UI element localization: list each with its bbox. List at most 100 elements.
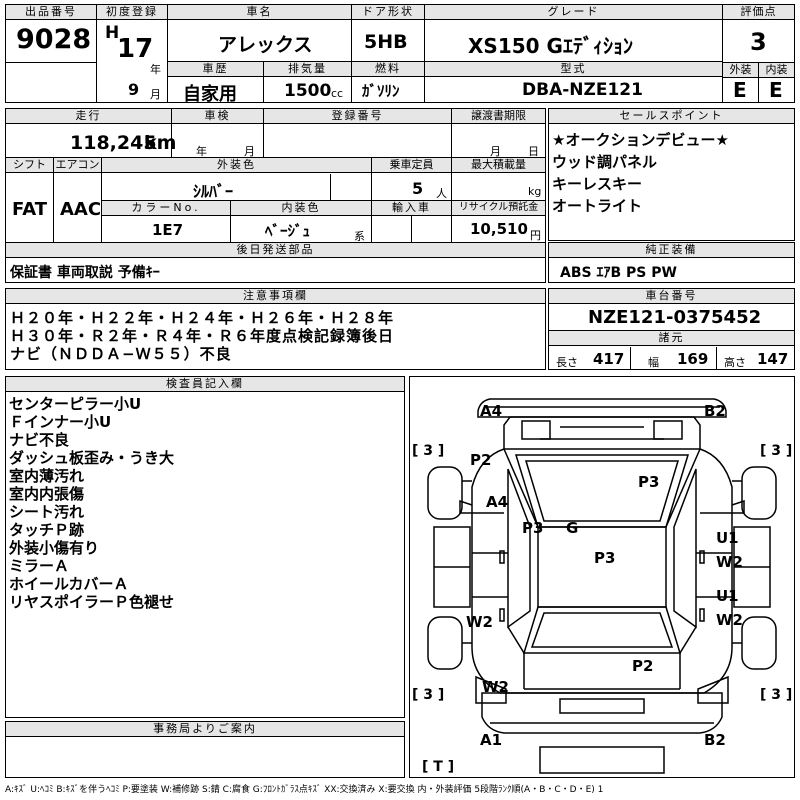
interior-grade: E xyxy=(769,78,783,102)
first-reg-label: 初度登録 xyxy=(97,5,167,20)
car-name-label: 車名 xyxy=(168,5,351,20)
parts-label: 後日発送部品 xyxy=(6,243,545,258)
notes-text: Ｈ２０年・Ｈ２２年・Ｈ２４年・Ｈ２６年・Ｈ２８年 Ｈ３０年・Ｒ２年・Ｒ４年・Ｒ６… xyxy=(10,309,394,363)
parts: 保証書 車両取説 予備ｷｰ xyxy=(10,265,160,281)
aircon: AAC xyxy=(60,199,102,220)
inspector-item: 室内内張傷 xyxy=(9,485,85,503)
lot-label: 出品番号 xyxy=(6,5,96,20)
capacity-unit: 人 xyxy=(436,187,447,200)
import-label: 輸入車 xyxy=(372,201,451,216)
recycle: 10,510 xyxy=(470,220,528,238)
mark-w2-bot: W2 xyxy=(482,678,509,696)
first-reg-month-unit: 月 xyxy=(150,88,161,101)
inspection-year-unit: 年 xyxy=(196,145,207,158)
dims-label: 諸元 xyxy=(549,331,794,346)
interior-label: 内装 xyxy=(759,63,794,78)
fuel: ｶﾞｿﾘﾝ xyxy=(362,82,400,100)
fuel-label: 燃料 xyxy=(352,62,424,77)
shift: FAT xyxy=(12,199,48,220)
equipment: ABS ｴｱB PS PW xyxy=(560,265,677,281)
width-label: 幅 xyxy=(648,356,659,369)
first-reg-year: 17 xyxy=(117,34,154,64)
mileage-label: 走行 xyxy=(6,109,171,124)
mark-u1-bot: U1 xyxy=(716,587,739,605)
int-color: ﾍﾞｰｼﾞｭ xyxy=(265,222,311,240)
aircon-label: エアコン xyxy=(54,158,101,173)
note-line: Ｈ３０年・Ｒ２年・Ｒ４年・Ｒ６年度点検記録簿後日 xyxy=(10,327,395,345)
car-diagram-box: A4 B2 P2 P3 A4 P3 G P3 U1 W2 U1 W2 W2 P2… xyxy=(409,376,795,778)
ext-color: ｼﾙﾊﾞｰ xyxy=(193,182,234,201)
inspection-label: 車検 xyxy=(172,109,263,124)
mark-u1-top: U1 xyxy=(716,529,739,547)
tire-front-left: [ 3 ] xyxy=(412,443,444,459)
tire-front-right: [ 3 ] xyxy=(760,443,792,459)
transfer-day-unit: 日 xyxy=(528,145,539,158)
transfer-month-unit: 月 xyxy=(490,145,501,158)
mark-a4-left: A4 xyxy=(486,493,508,511)
inspector-item: ホイールカバーＡ xyxy=(9,575,129,593)
inspector-item: シート汚れ xyxy=(9,503,85,521)
lot-number: 9028 xyxy=(16,24,92,55)
model: DBA-NZE121 xyxy=(522,80,643,100)
capacity-label: 乗車定員 xyxy=(372,158,451,173)
mileage: 118,245 xyxy=(70,132,157,154)
first-reg-era: H xyxy=(105,23,120,43)
inspector-item: 外装小傷有り xyxy=(9,539,100,557)
max-load-label: 最大積載量 xyxy=(452,158,545,173)
sales-points-box xyxy=(548,108,795,241)
inspector-item: 室内薄汚れ xyxy=(9,467,85,485)
sales-point: ウッド調パネル xyxy=(552,153,658,171)
inspector-item: ミラーＡ xyxy=(9,557,70,575)
mark-p3-mid: P3 xyxy=(594,549,615,567)
sales-point: キーレスキー xyxy=(552,175,643,193)
tire-rear-left: [ 3 ] xyxy=(412,687,444,703)
mark-b2-top: B2 xyxy=(704,402,726,420)
exterior-grade: E xyxy=(733,78,747,102)
chassis-number: NZE121-0375452 xyxy=(588,307,762,328)
inspector-item: リヤスポイラーＰ色褪せ xyxy=(9,593,175,611)
tire-spare: [ T ] xyxy=(422,759,454,775)
note-line: Ｈ２０年・Ｈ２２年・Ｈ２４年・Ｈ２６年・Ｈ２８年 xyxy=(10,309,395,327)
shift-label: シフト xyxy=(6,158,53,173)
score-label: 評価点 xyxy=(723,5,794,20)
model-label: 型式 xyxy=(425,62,722,77)
history: 自家用 xyxy=(183,84,237,105)
recycle-label: リサイクル預託金 xyxy=(452,201,545,216)
first-reg-year-unit: 年 xyxy=(150,63,161,76)
inspector-item: ダッシュ板歪み・うき大 xyxy=(9,449,175,467)
inspector-label: 検査員記入欄 xyxy=(6,377,404,392)
mark-w2-left: W2 xyxy=(466,613,493,631)
exterior-label: 外装 xyxy=(723,63,758,78)
office-label: 事務局よりご案内 xyxy=(6,722,404,737)
tire-rear-right: [ 3 ] xyxy=(760,687,792,703)
mileage-unit: km xyxy=(144,132,177,154)
inspector-item: タッチＰ跡 xyxy=(9,521,85,539)
inspector-list: センターピラー小U Ｆインナー小U ナビ不良 ダッシュ板歪み・うき大 室内薄汚れ… xyxy=(9,395,174,611)
mark-p2-bot: P2 xyxy=(632,657,653,675)
inspector-item: Ｆインナー小U xyxy=(9,413,112,431)
length-label: 長さ xyxy=(556,356,578,369)
car-diagram: A4 B2 P2 P3 A4 P3 G P3 U1 W2 U1 W2 W2 P2… xyxy=(412,398,792,775)
sales-point: オートライト xyxy=(552,197,643,215)
door-label: ドア形状 xyxy=(352,5,424,20)
mark-w2-a: W2 xyxy=(716,553,743,571)
first-reg-month: 9 xyxy=(128,80,140,99)
mark-b2-bot: B2 xyxy=(704,731,726,749)
grade-label: グレード xyxy=(425,5,722,20)
length: 417 xyxy=(593,350,625,368)
mark-p2: P2 xyxy=(470,451,491,469)
mark-p3-top: P3 xyxy=(638,473,659,491)
transfer-label: 譲渡書期限 xyxy=(452,109,545,124)
height: 147 xyxy=(757,350,789,368)
displacement-label: 排気量 xyxy=(264,62,351,77)
mark-a1: A1 xyxy=(480,731,502,749)
mark-w2-b: W2 xyxy=(716,611,743,629)
reg-no-label: 登録番号 xyxy=(264,109,451,124)
mark-g: G xyxy=(566,519,578,537)
grade: XS150 Gｴﾃﾞｨｼｮﾝ xyxy=(468,34,633,58)
door-type: 5HB xyxy=(364,31,408,53)
int-color-label: 内装色 xyxy=(231,201,371,216)
inspector-box xyxy=(5,376,405,718)
color-no: 1E7 xyxy=(152,221,184,239)
color-no-label: カラーNo. xyxy=(102,201,230,216)
